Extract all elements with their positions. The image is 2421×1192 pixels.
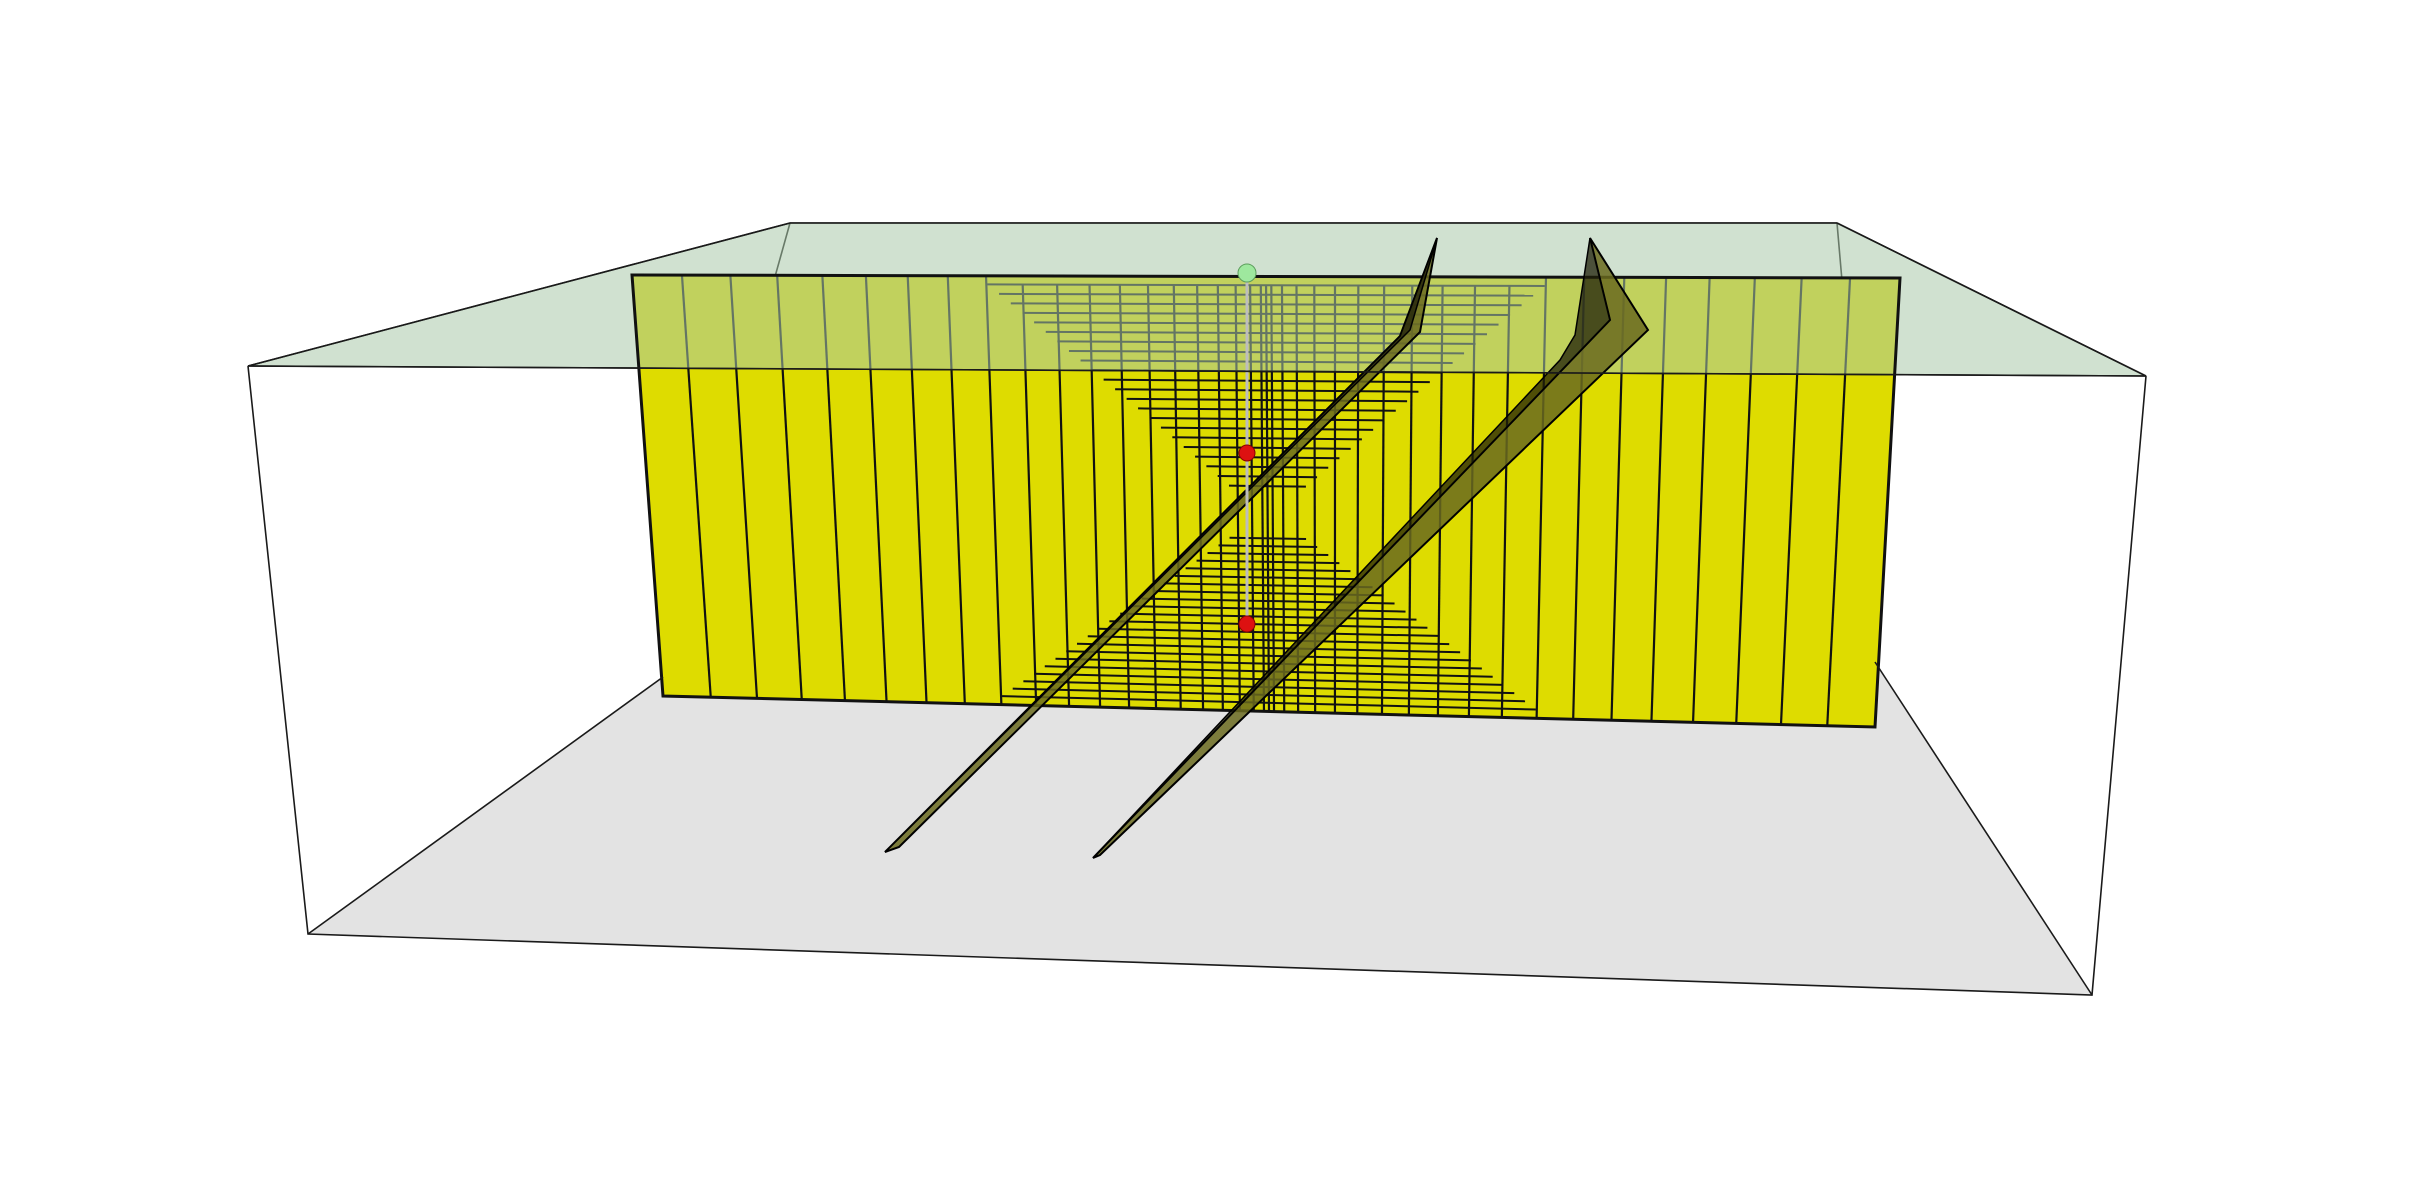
- well-head-marker: [1237, 263, 1257, 283]
- box-right-bottom-edge: [1874, 661, 2093, 996]
- mesh-horizontal-line: [1183, 445, 1351, 450]
- water-table: [247, 222, 2147, 377]
- mesh-horizontal-line: [1172, 436, 1362, 441]
- mesh-horizontal-line: [1163, 582, 1373, 589]
- mesh-horizontal-line: [1195, 455, 1340, 460]
- mesh-horizontal-line: [1076, 642, 1461, 654]
- mesh-horizontal-line: [1228, 484, 1306, 488]
- mesh-horizontal-line: [1206, 465, 1329, 469]
- fault-plane-2-face: [1092, 237, 1611, 859]
- mesh-horizontal-line: [1098, 627, 1439, 637]
- box-front-outline: [247, 365, 2147, 996]
- fault-planes: [884, 237, 1650, 859]
- mesh-horizontal-line: [1138, 407, 1396, 412]
- mesh-horizontal-line: [1196, 559, 1340, 565]
- box-front-top-edge: [247, 365, 2147, 377]
- mesh-horizontal-line: [1120, 612, 1417, 621]
- mesh-horizontal-line: [1149, 417, 1385, 422]
- fault-plane-1-face: [884, 237, 1438, 853]
- box-right-top-edge: [1836, 222, 2147, 377]
- mesh-horizontal-line: [1087, 635, 1450, 646]
- box-left-top-edge: [247, 222, 791, 367]
- mesh-horizontal-line: [1012, 687, 1526, 703]
- mesh-horizontal-line: [1115, 388, 1419, 393]
- mesh-horizontal-line: [1126, 397, 1408, 403]
- mesh-horizontal-line: [1103, 378, 1430, 384]
- mesh-horizontal-line: [1131, 605, 1406, 613]
- mesh-horizontal-line: [1066, 650, 1472, 662]
- mesh-horizontal-line: [1055, 657, 1482, 670]
- well-marker-lower: [1238, 615, 1256, 633]
- box-left-bottom-edge: [307, 676, 664, 935]
- mesh-horizontal-line: [1218, 544, 1318, 549]
- mesh-horizontal-line: [1229, 536, 1307, 540]
- mesh-horizontal-line: [1174, 574, 1362, 581]
- mesh-horizontal-line: [1185, 567, 1351, 573]
- mesh-horizontal-line: [1160, 426, 1374, 431]
- mesh-horizontal-line: [1207, 552, 1329, 557]
- yellow-panel-outline: [630, 273, 1902, 729]
- ground-plane: [308, 662, 2092, 995]
- well-marker-upper: [1238, 444, 1256, 462]
- mesh-horizontal-line: [1002, 695, 1536, 711]
- mesh-horizontal-line: [1109, 620, 1428, 629]
